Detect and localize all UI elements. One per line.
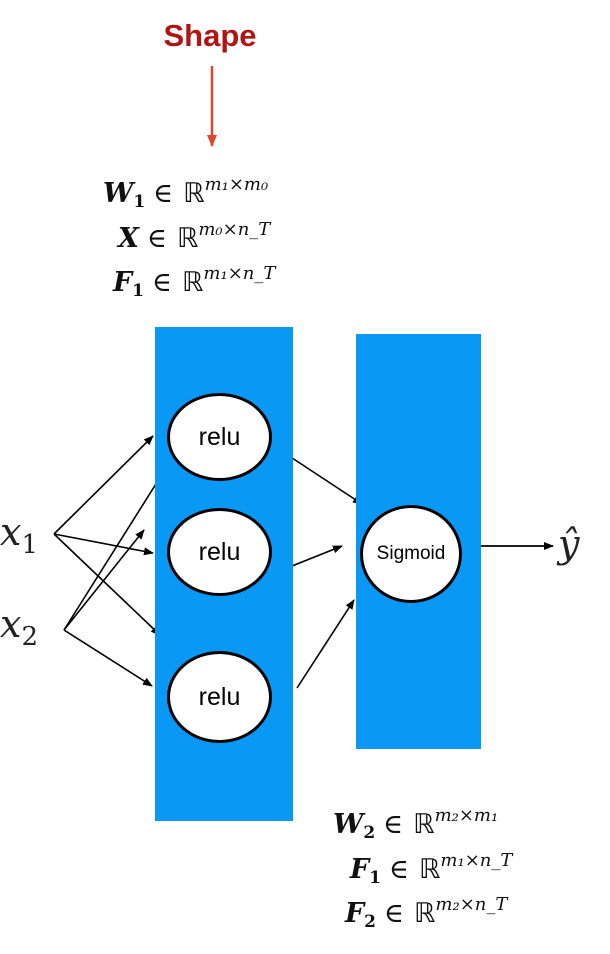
edge-x2-relu3 xyxy=(63,629,153,687)
shape-eq-f1-layer2: F1∈ℝm₁×n_T xyxy=(350,850,513,888)
shape-label: Shape xyxy=(163,18,257,53)
edge-x2-relu1 xyxy=(63,467,167,631)
shape-eq-w1: W1∈ℝm₁×m₀ xyxy=(103,174,269,212)
shape-eq-w2: W2∈ℝm₂×m₁ xyxy=(333,805,499,843)
shape-eq-f2: F2∈ℝm₂×n_T xyxy=(345,894,508,932)
output-y-hat: ŷ xyxy=(558,522,580,566)
edge-relu2-sigmoid xyxy=(291,545,343,567)
shape-eq-x: X∈ℝm₀×n_T xyxy=(118,219,271,254)
sigmoid-node: Sigmoid xyxy=(360,505,462,603)
edge-x1-relu2 xyxy=(53,533,154,556)
input-x1: x1 xyxy=(0,510,38,560)
edge-relu1-sigmoid xyxy=(282,451,363,505)
relu-node-3: relu xyxy=(167,651,272,743)
relu-node-1: relu xyxy=(167,393,272,481)
edge-x1-relu1 xyxy=(53,435,154,535)
relu-node-2: relu xyxy=(167,508,272,596)
edge-relu3-sigmoid xyxy=(296,599,355,689)
input-x2: x2 xyxy=(0,602,38,652)
edge-x2-relu2 xyxy=(63,529,145,631)
edge-x1-relu3 xyxy=(53,533,161,636)
shape-eq-f1: F1∈ℝm₁×n_T xyxy=(113,263,276,301)
